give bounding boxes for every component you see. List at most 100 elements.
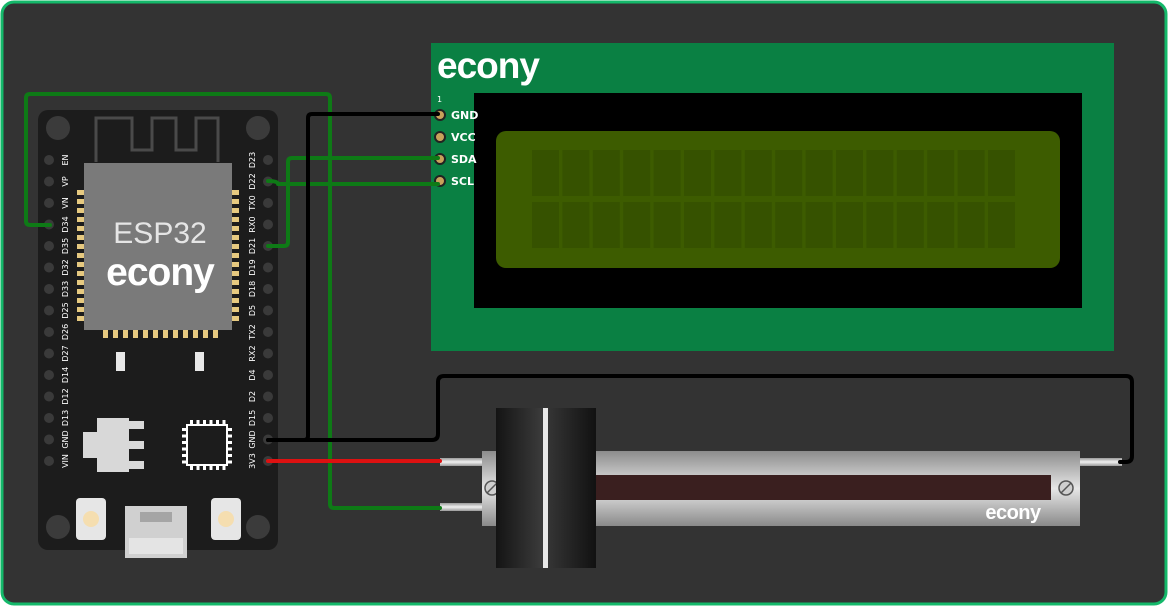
esp32-pin-label: D19	[248, 259, 257, 275]
esp32-pin-d33[interactable]	[44, 284, 54, 294]
module-pad	[77, 262, 85, 267]
esp32-pin-d5[interactable]	[263, 305, 273, 316]
mounting-hole	[46, 515, 70, 539]
module-pad	[231, 190, 239, 195]
esp32-pin-d14[interactable]	[44, 370, 54, 380]
esp32-pin-label: D5	[248, 305, 257, 316]
esp32-pin-d4[interactable]	[263, 370, 273, 380]
esp32-pin-rx2[interactable]	[263, 348, 273, 359]
esp32-pin-label: VN	[61, 197, 70, 208]
esp32-pin-label: D27	[61, 345, 70, 361]
esp32-pin-label: D23	[248, 152, 257, 168]
pot-lead-signal	[440, 503, 484, 511]
lcd-char-cell	[866, 150, 894, 196]
power-led	[116, 352, 125, 371]
esp32-pin-d13[interactable]	[44, 413, 54, 423]
esp32-pin-tx2[interactable]	[263, 327, 273, 337]
module-pad	[77, 244, 85, 249]
module-pad	[143, 330, 148, 338]
module-pad	[231, 253, 239, 258]
boot-button[interactable]	[76, 498, 106, 540]
lcd-char-cell	[562, 202, 590, 248]
module-pad	[77, 235, 85, 240]
mounting-hole	[246, 515, 270, 539]
lcd-char-cell	[714, 202, 742, 248]
module-pad	[213, 330, 218, 338]
usb-port-icon	[125, 506, 187, 558]
mounting-hole	[246, 116, 270, 140]
pot-track	[596, 475, 1051, 500]
esp32-pin-vp[interactable]	[44, 176, 54, 187]
esp32-pin-label: 3V3	[248, 453, 257, 469]
wire-pot-gnd[interactable]	[266, 374, 1134, 464]
lcd-char-cell	[592, 150, 620, 196]
esp32-pin-label: D34	[61, 216, 70, 232]
lcd-char-cell	[532, 150, 559, 196]
esp32-pin-label: D25	[61, 302, 70, 318]
esp32-pin-label: D26	[61, 324, 70, 340]
reset-button[interactable]	[211, 498, 241, 540]
esp32-pin-d26[interactable]	[44, 327, 54, 337]
lcd-brand: econy	[437, 45, 540, 86]
lcd-char-cell	[836, 202, 863, 248]
module-pad	[231, 289, 239, 294]
esp32-pin-d12[interactable]	[44, 391, 54, 402]
module-pad	[231, 208, 239, 213]
module-pad	[203, 330, 208, 338]
lcd-pin-vcc[interactable]	[434, 131, 446, 143]
module-pad	[231, 226, 239, 231]
esp32-pin-label: D35	[61, 238, 70, 254]
esp32-pin-d25[interactable]	[44, 305, 54, 316]
esp32-pin-label: D33	[61, 281, 70, 297]
esp32-pin-vn[interactable]	[44, 198, 54, 208]
pot-slider-knob[interactable]	[496, 408, 596, 568]
module-pad	[153, 330, 158, 338]
module-pad	[231, 262, 239, 267]
lcd-char-cell	[775, 202, 803, 248]
esp32-pin-label: RX2	[248, 345, 257, 361]
wire-sda[interactable]	[266, 156, 440, 248]
module-pad	[231, 217, 239, 222]
esp32-pin-label: D21	[248, 238, 257, 254]
esp32-board[interactable]: ESP32 econy	[38, 110, 278, 558]
esp32-pin-label: D18	[248, 281, 257, 297]
esp32-pin-d27[interactable]	[44, 348, 54, 359]
esp32-pin-d2[interactable]	[263, 391, 273, 402]
lcd-character-cells	[532, 150, 1015, 248]
esp32-pin-vin[interactable]	[44, 456, 54, 466]
module-pad	[77, 253, 85, 258]
esp32-pin-d35[interactable]	[44, 241, 54, 251]
esp32-pin-en[interactable]	[44, 155, 54, 165]
esp32-chip-label: ESP32	[113, 217, 206, 250]
esp32-pin-d32[interactable]	[44, 262, 54, 273]
module-pad	[163, 330, 168, 338]
esp32-pin-d23[interactable]	[263, 155, 273, 165]
module-pad	[231, 271, 239, 276]
module-pad	[77, 280, 85, 285]
esp32-pin-label: GND	[248, 430, 257, 448]
module-pad	[77, 316, 85, 321]
screw-icon	[1058, 480, 1074, 496]
wire-scl[interactable]	[266, 179, 440, 186]
esp32-pin-d18[interactable]	[263, 284, 273, 294]
lcd-char-cell	[805, 150, 833, 196]
esp32-pin-d19[interactable]	[263, 262, 273, 273]
lcd-pin-label: SCL	[451, 175, 474, 188]
module-pad	[77, 298, 85, 303]
lcd-char-cell	[896, 202, 924, 248]
lcd-char-cell	[562, 150, 590, 196]
esp32-pin-label: GND	[61, 430, 70, 448]
module-pad	[77, 307, 85, 312]
esp32-pin-gnd[interactable]	[44, 434, 54, 445]
module-pad	[231, 280, 239, 285]
wire-pot-signal[interactable]	[24, 92, 442, 510]
lcd-brand-logo: econy	[437, 45, 541, 86]
esp32-pin-tx0[interactable]	[263, 198, 273, 208]
esp32-pin-rx0[interactable]	[263, 219, 273, 230]
lcd-char-cell	[988, 202, 1015, 248]
slide-potentiometer[interactable]: econy	[440, 408, 1122, 568]
esp32-pin-d15[interactable]	[263, 413, 273, 423]
esp32-pin-label: D2	[248, 391, 257, 402]
